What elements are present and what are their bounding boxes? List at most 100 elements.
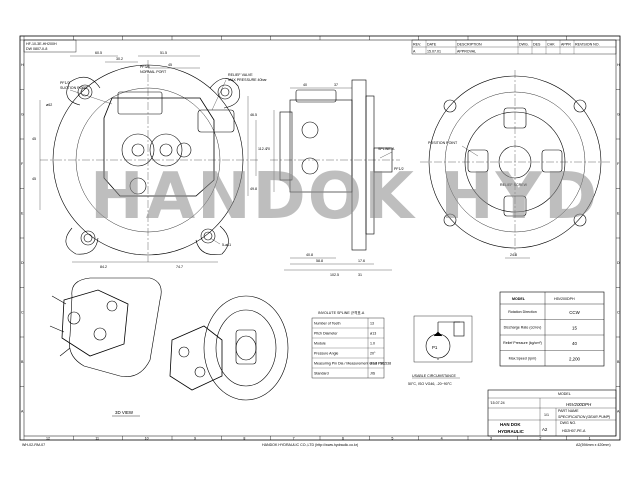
front-bolt-hole [217, 84, 233, 100]
spline-row-label: Measuring Pin Dia / Measurement Over Pin… [314, 361, 385, 365]
front-leader [69, 89, 113, 105]
spec-row-value: 2,200 [569, 356, 581, 361]
callout-suction-port: SUCTION PORT [60, 86, 88, 90]
revision-table-cells: REV.ADATE15.07.01DESCRIPTIONAPPROVALDWG.… [413, 40, 600, 54]
3d-flange-right-inner [215, 309, 277, 387]
frame-row-letter: E [21, 212, 24, 216]
dim-right-c: 49.8 [250, 187, 257, 191]
revision-header: APPR [561, 43, 571, 47]
spec-row-label: Max.Speed (rpm) [509, 357, 537, 361]
front-gear-hub [131, 143, 145, 157]
callout-normal-port: NORMAL PORT [140, 70, 167, 74]
front-bolt-hole [200, 228, 216, 244]
front-pump-body [103, 97, 215, 197]
front-port [129, 177, 147, 195]
front-leader [209, 237, 221, 245]
side-spline-callout: SPLINE-A [378, 147, 395, 151]
dim-bottom-b: 74.7 [176, 265, 183, 269]
frame-col-number: 11 [95, 437, 99, 441]
title-model-label: MODEL [558, 392, 571, 396]
frame-col-number: 12 [46, 437, 50, 441]
side-port [301, 121, 319, 139]
title-size: A2 [542, 427, 548, 432]
title-part-name: SPECIFICATION (GEAR PUMP) [558, 415, 610, 419]
rear-view-labels: POSITION POINT RELIEF SCREW 24.8 [428, 141, 528, 257]
3d-fitting [49, 295, 71, 357]
title-company-line1: HAN DOK [500, 422, 521, 427]
frame-row-letter: D [617, 261, 620, 265]
spline-row-label: Standard [314, 371, 329, 375]
frame-row-letter: F [21, 162, 24, 166]
revision-cell: A [413, 50, 416, 54]
spline-row-value: JIS [370, 371, 376, 375]
spline-row-value: ø1.8 / 16.538 [370, 361, 391, 365]
frame-row-letter: H [617, 63, 620, 67]
dim-bottom-a: 84.2 [100, 265, 107, 269]
spline-row-label: Pitch Diameter [314, 331, 338, 335]
3d-flange-right-hub [235, 335, 257, 361]
side-dim-top-b: 37 [334, 83, 338, 87]
title-block-frame [487, 389, 617, 437]
spline-row-value: 13 [370, 321, 374, 325]
frame-row-letter: F [617, 162, 620, 166]
rear-position-point: POSITION POINT [428, 141, 458, 145]
frame-row-letter: G [21, 113, 24, 117]
side-dim-top-a: 40 [303, 83, 307, 87]
frame-row-letter: G [617, 113, 620, 117]
circuit-frame [413, 315, 473, 363]
sheet-border [19, 35, 621, 441]
title-scale: 1/1 [544, 413, 549, 417]
front-relief-valve [197, 109, 235, 133]
relief-symbol [453, 321, 465, 337]
spec-header-label: MODEL [512, 297, 526, 301]
side-dim-bottom-b: 58.8 [316, 259, 323, 263]
revision-header: DATE [427, 43, 437, 47]
usable-circumstance-title: USABLE CIRCUMSTANCE [412, 374, 456, 378]
spline-row-value: ø13 [370, 331, 376, 335]
title-dwg-label: DWG NO. [560, 421, 576, 425]
rear-view [420, 70, 610, 259]
dim-left-a: 45 [32, 137, 36, 141]
dim-top-c: 45 [168, 63, 172, 67]
rear-dim-bottom-a: 24.8 [510, 253, 517, 257]
frame-col-number: 5 [391, 437, 393, 441]
circuit-pump-label: P1 [432, 345, 438, 350]
callout-pf38: PF3/8 [140, 65, 150, 69]
frame-col-number: 1 [589, 437, 591, 441]
side-dim-left-a: 70 [266, 147, 270, 151]
front-port-block [117, 91, 163, 115]
side-leader [379, 151, 393, 159]
side-dim-bottom-c: 17.6 [358, 259, 365, 263]
dim-right-b: 112.4 [258, 147, 267, 151]
front-leader [211, 79, 227, 111]
spline-row-value: 1.0 [370, 341, 375, 345]
spec-row-value: 40 [572, 341, 577, 346]
spec-row-value: 15 [572, 325, 577, 330]
revision-header: REV. [413, 43, 421, 47]
spec-row-value: CCW [569, 310, 580, 315]
front-bolt-hole [77, 84, 93, 100]
usable-circumstance-detail: 50°C, ISO VG46, -20~90°C [408, 382, 452, 386]
front-bolt-hole [203, 231, 213, 241]
frame-row-letter: A [617, 410, 620, 414]
rear-slot [541, 149, 563, 173]
frame-col-number: 2 [539, 437, 541, 441]
revision-cell: 15.07.01 [427, 50, 441, 54]
dim-top-a: 30.2 [116, 57, 123, 61]
title-dwg-no: HD2H07-PE-A [562, 429, 586, 433]
front-gear [121, 133, 155, 167]
frame-col-number: 4 [441, 437, 443, 441]
rear-bolt-hole [573, 213, 587, 227]
frame-col-number: 10 [145, 437, 149, 441]
rear-bolt-hole [573, 99, 587, 113]
frame-col-number: 6 [342, 437, 344, 441]
front-gear [149, 133, 183, 167]
spec-row-label: Discharge Rate (cc/rev) [504, 326, 542, 330]
dim-top-overall: 60.5 [95, 51, 102, 55]
frame-row-letter: E [617, 212, 620, 216]
front-bolt-hole [220, 87, 230, 97]
callout-hole-dia: 5-ø11 [222, 243, 231, 247]
